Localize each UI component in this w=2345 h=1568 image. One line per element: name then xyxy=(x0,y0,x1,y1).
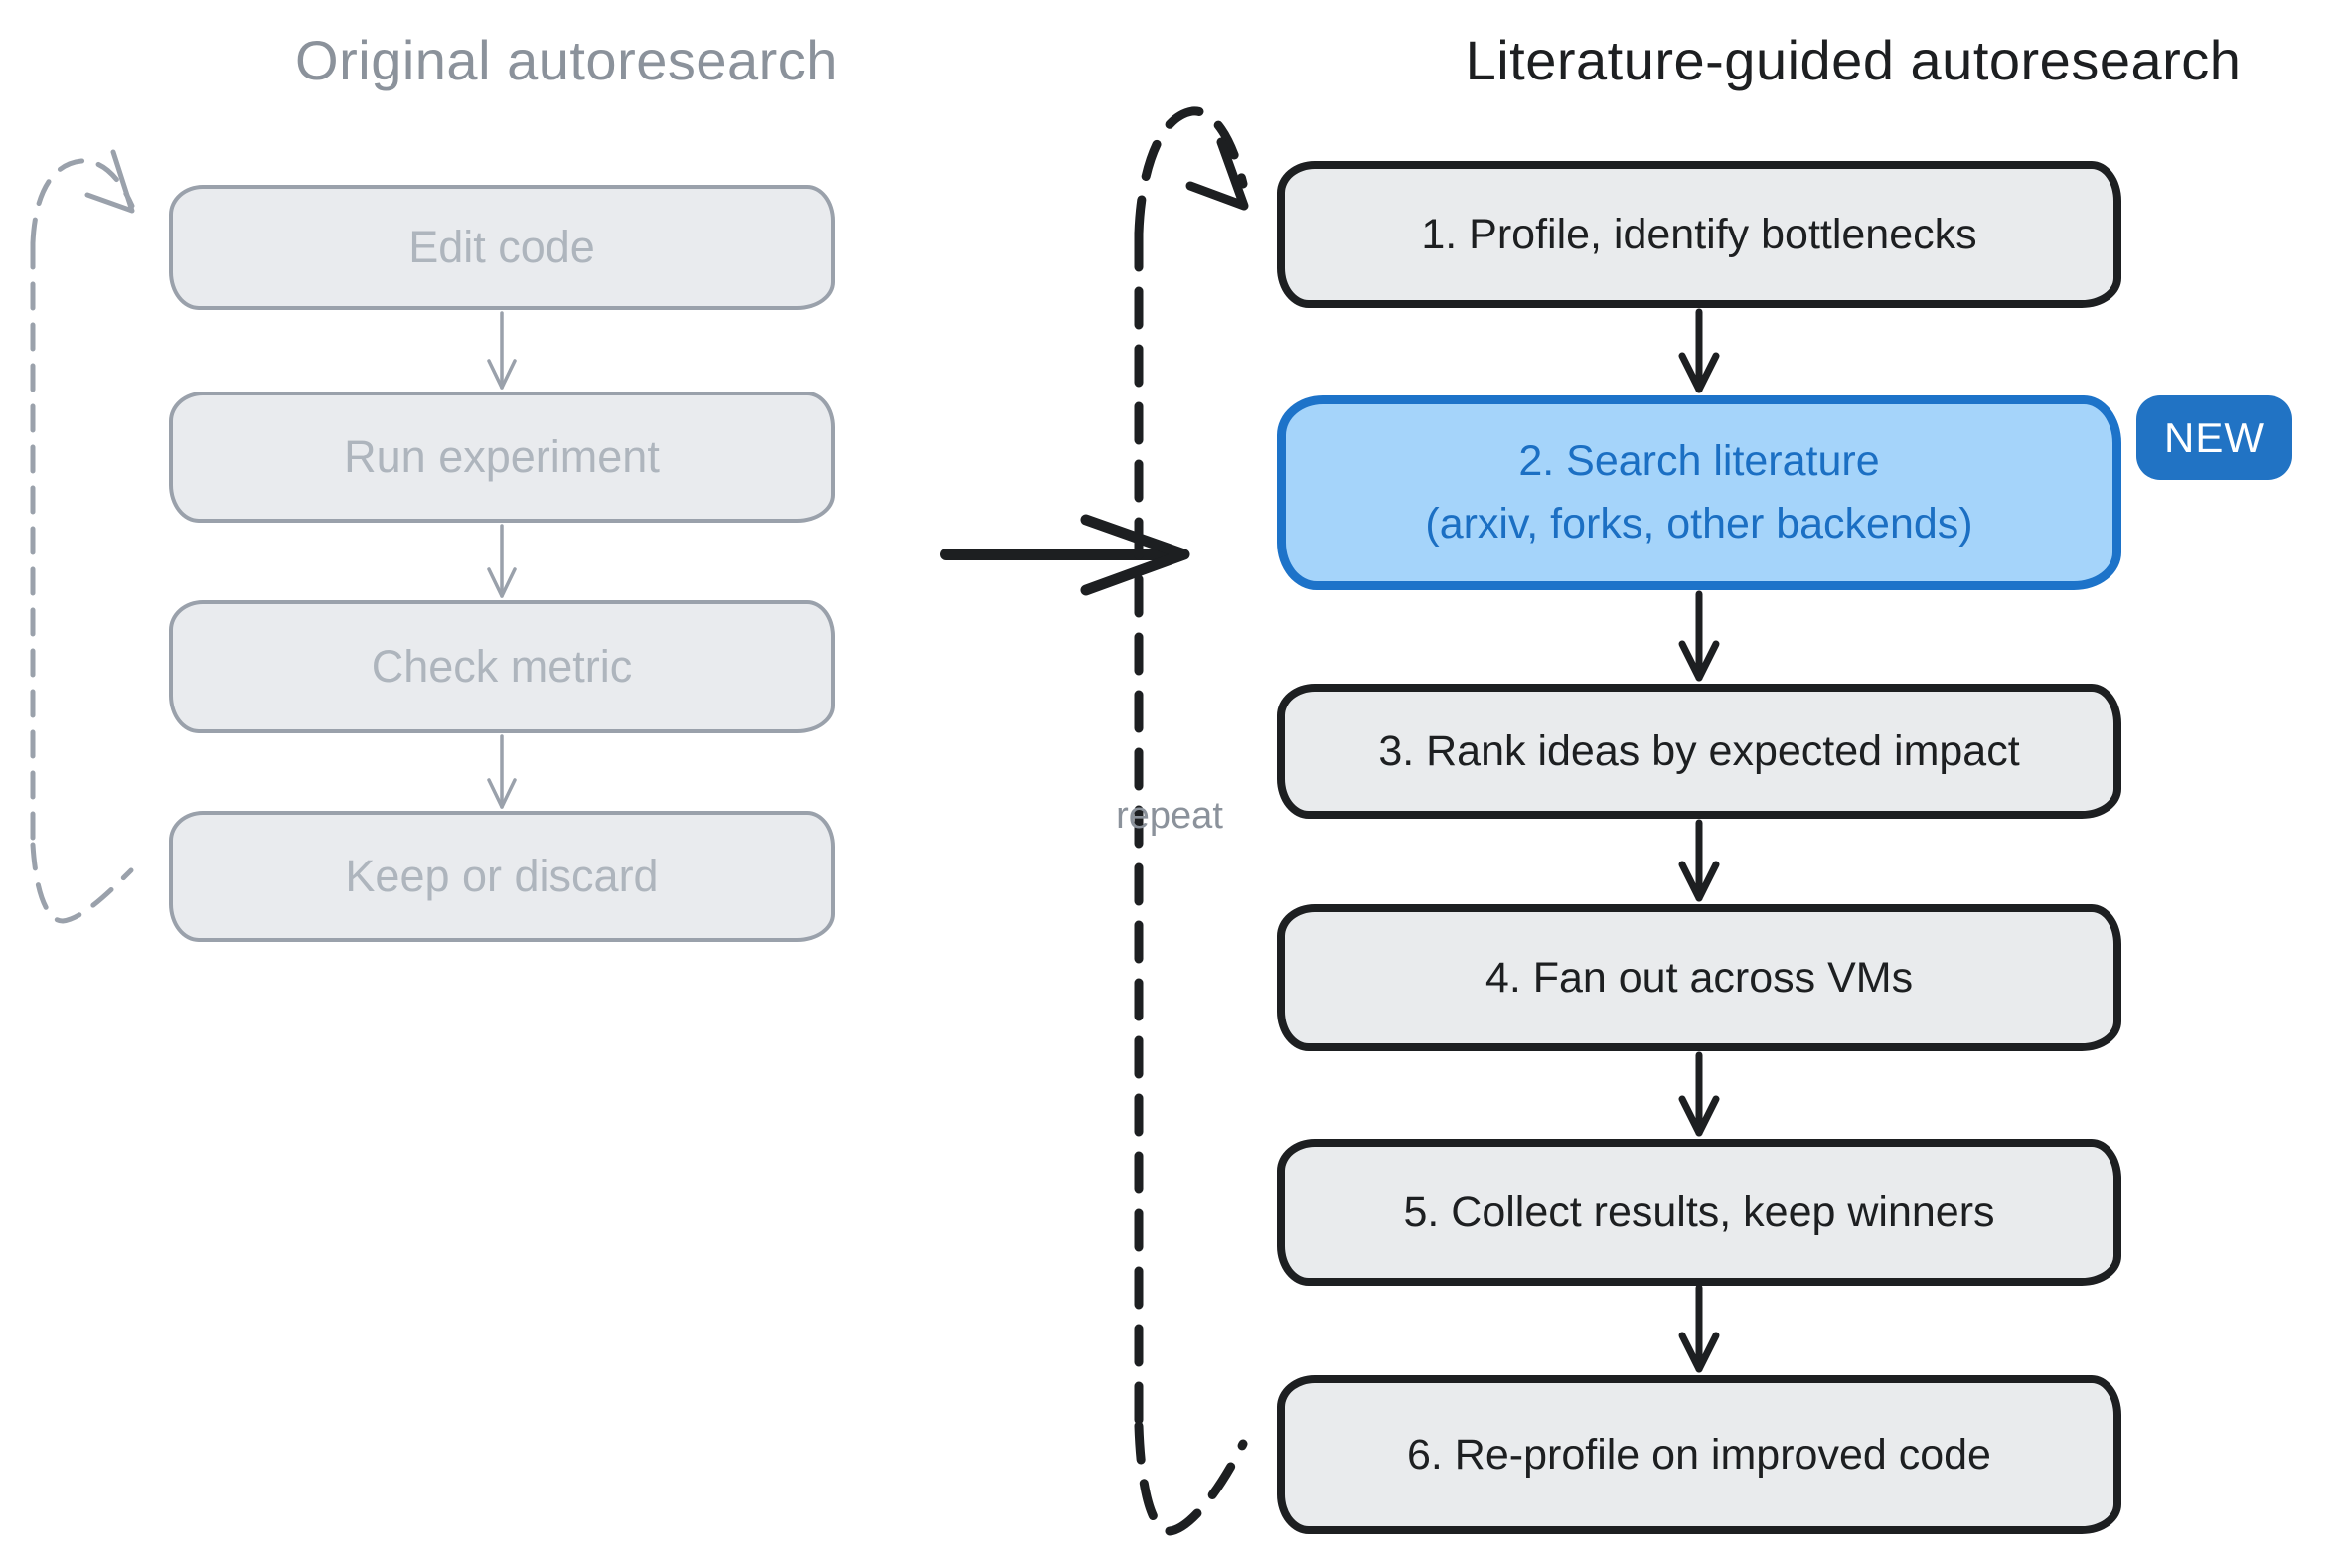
repeat-loop-label: repeat xyxy=(1116,795,1223,837)
step-label: Run experiment xyxy=(344,431,660,482)
right-step-5-collect-results: 5. Collect results, keep winners xyxy=(1277,1139,2121,1286)
step-label: 2. Search literature xyxy=(1518,437,1880,485)
left-step-edit-code: Edit code xyxy=(169,185,835,310)
right-step-3-rank-ideas: 3. Rank ideas by expected impact xyxy=(1277,684,2121,819)
step-label: 1. Profile, identify bottlenecks xyxy=(1421,210,1977,258)
left-step-keep-or-discard: Keep or discard xyxy=(169,811,835,942)
step-label: 3. Rank ideas by expected impact xyxy=(1378,726,2020,775)
right-step-1-profile: 1. Profile, identify bottlenecks xyxy=(1277,161,2121,308)
step-label: Edit code xyxy=(408,222,595,272)
left-step-run-experiment: Run experiment xyxy=(169,392,835,523)
left-repeat-loop xyxy=(30,149,135,924)
step-label: Check metric xyxy=(371,641,633,692)
step-label: 5. Collect results, keep winners xyxy=(1403,1187,1995,1236)
right-step-2-search-literature: 2. Search literature (arxiv, forks, othe… xyxy=(1277,395,2121,590)
right-step-4-fan-out: 4. Fan out across VMs xyxy=(1277,904,2121,1051)
step-label: Keep or discard xyxy=(345,851,659,901)
right-diagram-title: Literature-guided autoresearch xyxy=(1465,29,2242,91)
step-label: 6. Re-profile on improved code xyxy=(1407,1430,1991,1479)
right-loop-arrowhead xyxy=(1185,137,1249,211)
step-label: 4. Fan out across VMs xyxy=(1485,953,1914,1002)
right-step-6-reprofile: 6. Re-profile on improved code xyxy=(1277,1375,2121,1534)
new-badge: NEW xyxy=(2136,395,2292,480)
step-sublabel: (arxiv, forks, other backends) xyxy=(1425,500,1973,548)
left-diagram-title: Original autoresearch xyxy=(295,29,838,91)
left-loop-arrowhead xyxy=(84,149,135,214)
left-step-check-metric: Check metric xyxy=(169,600,835,733)
transition-arrow xyxy=(940,514,1190,596)
